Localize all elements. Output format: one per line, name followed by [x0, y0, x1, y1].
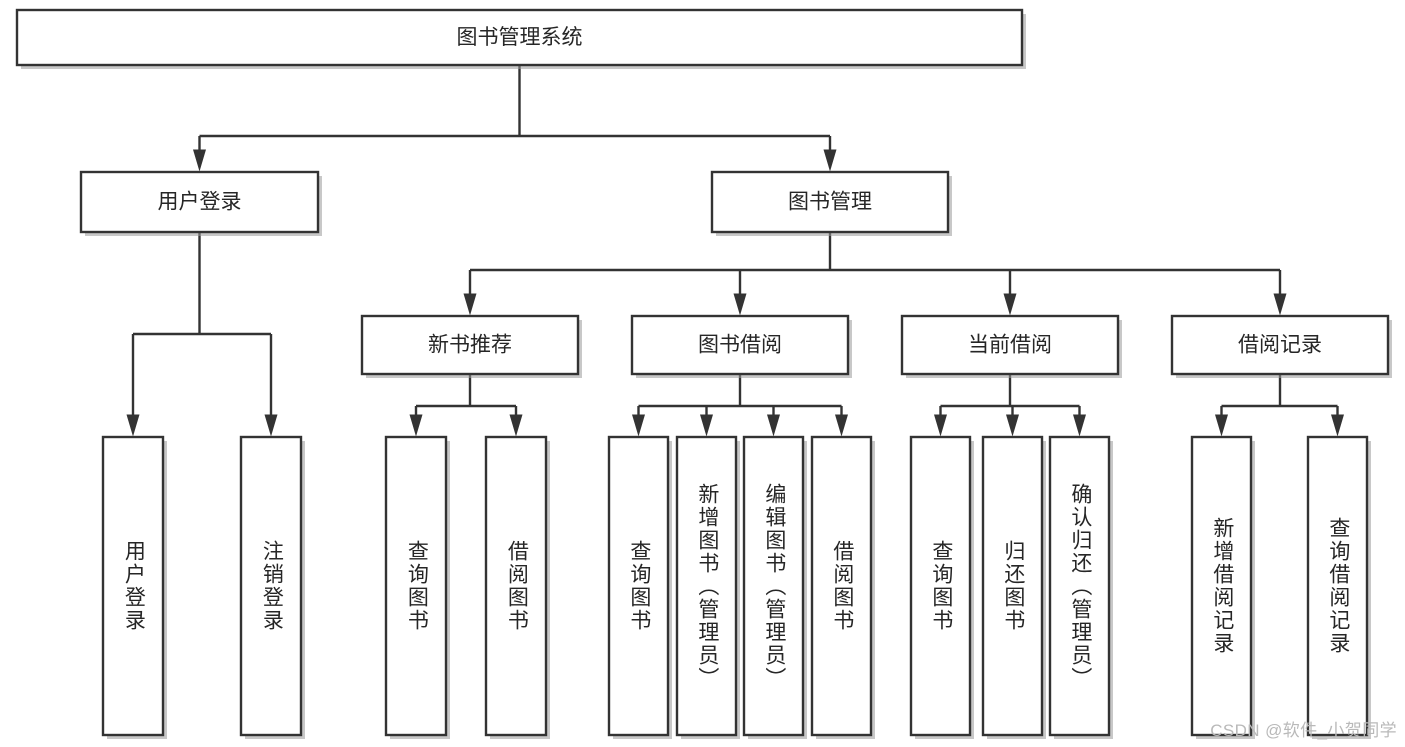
- node-leaf[interactable]: [909, 435, 972, 737]
- node-root[interactable]: [15, 8, 1024, 67]
- edge-arrowhead: [1215, 414, 1228, 437]
- edge-arrowhead: [264, 414, 278, 437]
- edge-arrowhead: [934, 414, 947, 437]
- nodes-layer: [15, 8, 1392, 739]
- edge-arrowhead: [409, 414, 423, 437]
- edges-layer: [126, 65, 1344, 437]
- edge-arrowhead: [1003, 293, 1017, 316]
- edge-arrowhead: [835, 414, 848, 437]
- edge-arrowhead: [1273, 293, 1287, 316]
- node-submodule[interactable]: [1170, 314, 1390, 376]
- node-leaf[interactable]: [1190, 435, 1253, 737]
- node-leaf[interactable]: [384, 435, 448, 737]
- node-module[interactable]: [79, 170, 320, 234]
- edge-arrowhead: [767, 414, 780, 437]
- edge-arrowhead: [733, 293, 747, 316]
- node-leaf[interactable]: [675, 435, 738, 737]
- node-label: 图书管理系统: [457, 26, 583, 49]
- node-leaf[interactable]: [981, 435, 1044, 737]
- edge-arrowhead: [126, 414, 140, 437]
- edge-arrowhead: [823, 149, 837, 172]
- node-leaf[interactable]: [810, 435, 873, 737]
- node-label: 借阅记录: [1238, 334, 1322, 357]
- node-leaf[interactable]: [484, 435, 548, 737]
- node-submodule[interactable]: [630, 314, 850, 376]
- edge-arrowhead: [1006, 414, 1019, 437]
- edge-arrowhead: [1073, 414, 1086, 437]
- node-leaf[interactable]: [1048, 435, 1111, 737]
- node-leaf[interactable]: [239, 435, 303, 737]
- edge-arrowhead: [1331, 414, 1344, 437]
- edge-arrowhead: [700, 414, 713, 437]
- node-label: 当前借阅: [968, 334, 1052, 357]
- edge-arrowhead: [632, 414, 645, 437]
- node-leaf[interactable]: [742, 435, 805, 737]
- node-leaf[interactable]: [607, 435, 670, 737]
- edge-arrowhead: [193, 149, 206, 172]
- node-label: 用户登录: [158, 191, 242, 214]
- node-submodule[interactable]: [360, 314, 580, 376]
- node-leaf[interactable]: [1306, 435, 1369, 737]
- node-label: 新书推荐: [428, 334, 512, 357]
- node-label: 图书管理: [788, 191, 872, 214]
- edge-arrowhead: [463, 293, 477, 316]
- edge-arrowhead: [509, 414, 523, 437]
- node-module[interactable]: [710, 170, 950, 234]
- csdn-watermark: CSDN @软件_小贺同学: [1210, 721, 1397, 740]
- node-leaf[interactable]: [101, 435, 165, 737]
- node-label: 图书借阅: [698, 334, 782, 357]
- node-submodule[interactable]: [900, 314, 1120, 376]
